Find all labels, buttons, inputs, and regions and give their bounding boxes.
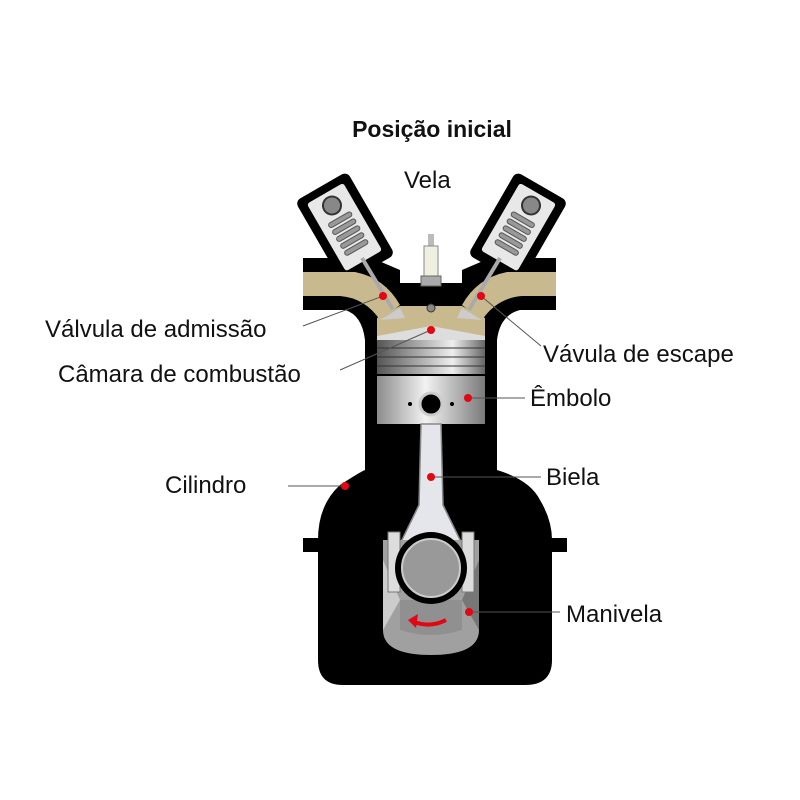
intake-valve-box bbox=[297, 173, 393, 283]
spark-plug bbox=[420, 234, 442, 287]
marker-connecting-rod bbox=[427, 473, 435, 481]
marker-exhaust-valve bbox=[477, 292, 485, 300]
markers bbox=[341, 292, 485, 616]
label-exhaust-valve: Vávula de escape bbox=[543, 341, 734, 368]
marker-crankshaft bbox=[465, 608, 473, 616]
label-cylinder: Cilindro bbox=[165, 472, 247, 499]
intake-valve-stem bbox=[360, 256, 400, 320]
combustion-chamber bbox=[377, 306, 485, 336]
diagram-title: Posição inicial bbox=[352, 116, 512, 142]
label-crankshaft: Manivela bbox=[566, 601, 663, 628]
marker-piston bbox=[464, 394, 472, 402]
label-intake-valve: Válvula de admissão bbox=[45, 316, 267, 343]
piston-pin bbox=[418, 391, 444, 417]
cylinder-flange-right bbox=[549, 538, 567, 552]
marker-combustion-chamber bbox=[427, 326, 435, 334]
label-piston: Êmbolo bbox=[530, 385, 612, 412]
label-connecting-rod: Biela bbox=[546, 464, 600, 491]
marker-intake-valve bbox=[379, 292, 387, 300]
piston-rings bbox=[377, 340, 485, 374]
cylinder-flange-left bbox=[303, 538, 321, 552]
label-spark-plug: Vela bbox=[404, 167, 451, 194]
exhaust-valve-box bbox=[470, 173, 566, 283]
marker-cylinder bbox=[341, 482, 349, 490]
leader-lines bbox=[288, 295, 560, 613]
rotation-arrow-icon bbox=[413, 618, 447, 627]
exhaust-valve-stem bbox=[462, 256, 502, 320]
label-combustion-chamber: Câmara de combustão bbox=[58, 361, 301, 388]
